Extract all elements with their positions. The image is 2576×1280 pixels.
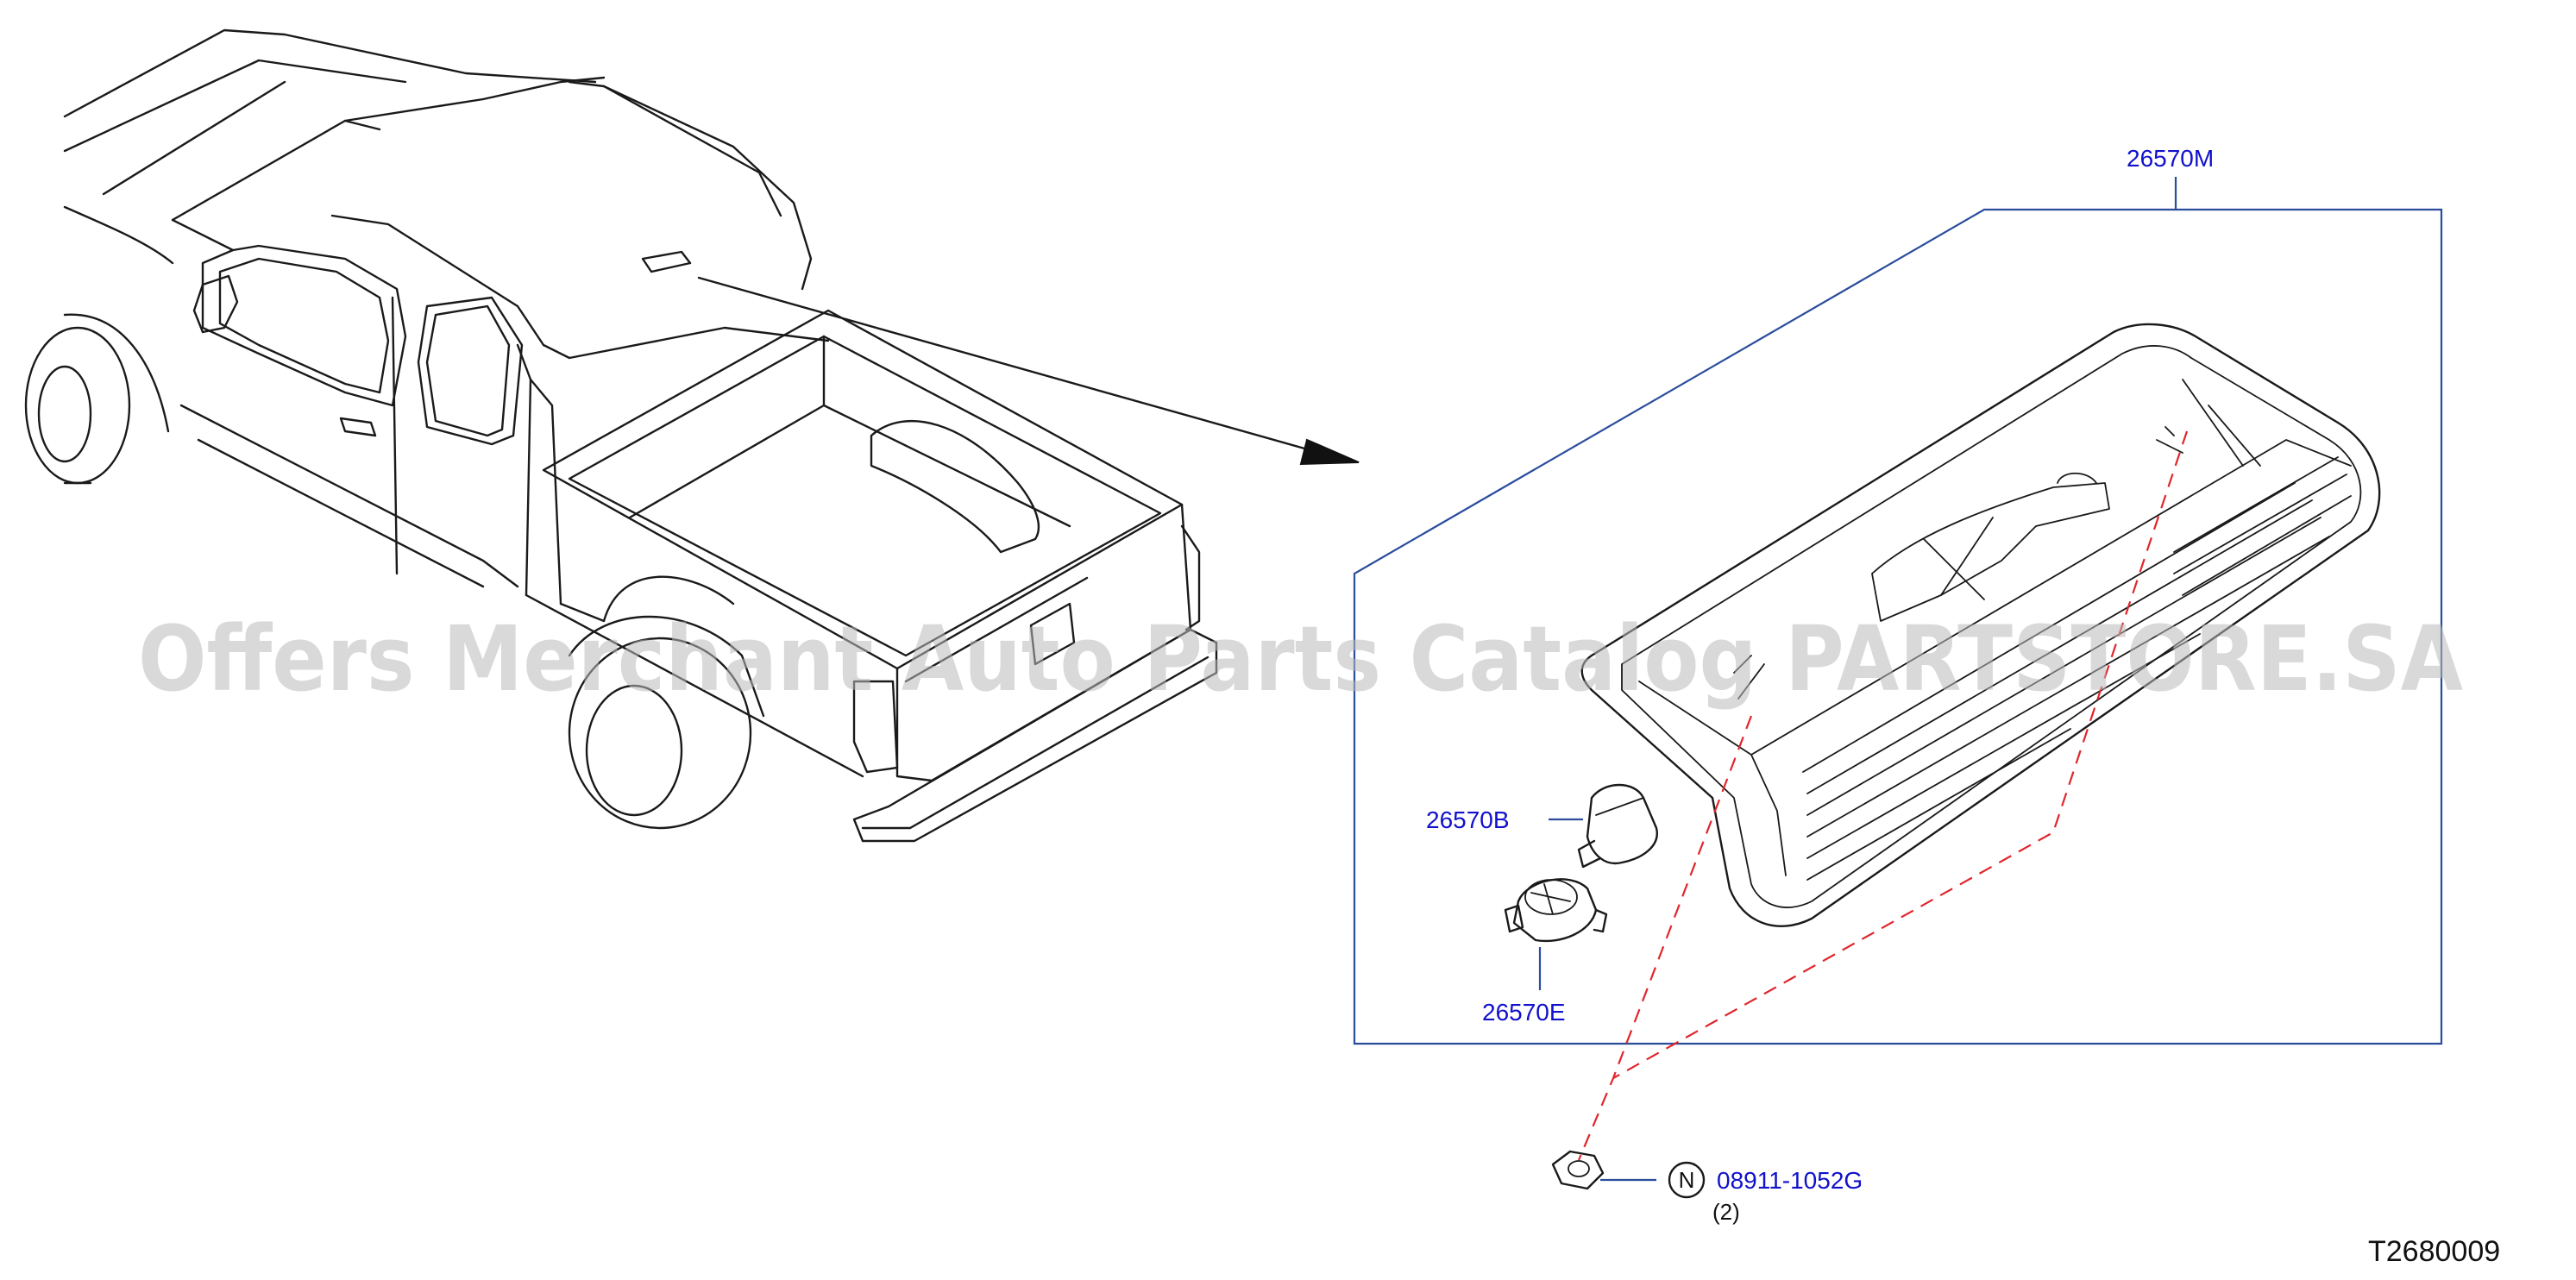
pickup-truck-drawing — [24, 28, 1218, 843]
part-label-assembly[interactable]: 26570M — [2127, 145, 2214, 172]
socket-drawing — [1504, 878, 1608, 943]
nut-symbol: N — [1679, 1167, 1695, 1193]
nut-quantity: (2) — [1712, 1199, 1740, 1225]
bulb-drawing — [1577, 783, 1658, 869]
indicator-arrow — [697, 276, 1360, 466]
part-label-socket[interactable]: 26570E — [1482, 999, 1566, 1026]
assembly-callout-frame — [1353, 177, 2443, 1182]
assembly-guide-lines — [1577, 430, 2189, 1161]
nut-symbol-circle — [1668, 1161, 1706, 1199]
diagram-code: T2680009 — [2368, 1235, 2500, 1268]
watermark-text: Offers Merchant Auto Parts Catalog PARTS… — [138, 606, 2463, 712]
nut-drawing — [1551, 1150, 1706, 1199]
part-label-nut[interactable]: 08911-1052G — [1717, 1167, 1863, 1194]
part-label-bulb[interactable]: 26570B — [1426, 806, 1510, 833]
high-mount-stop-lamp-drawing — [1580, 323, 2381, 927]
